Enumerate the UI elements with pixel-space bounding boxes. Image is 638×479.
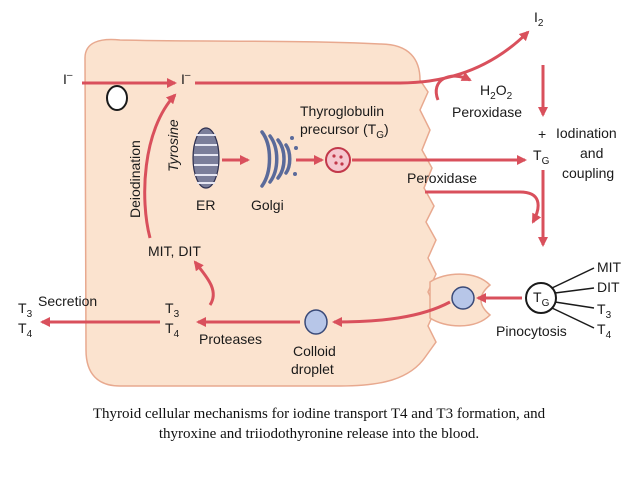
peroxidase-top-label: Peroxidase [452, 104, 522, 120]
golgi-label: Golgi [251, 197, 284, 213]
iodine-label: I2 [534, 9, 544, 29]
arrow-droplet-colloid [332, 300, 451, 327]
precursor-label: precursor (TG) [300, 121, 389, 141]
t4-right-label: T4 [597, 321, 612, 341]
thyroid-mechanism-diagram: I– I– I2 H2O2 Peroxidase + TG Iodination… [18, 9, 622, 387]
caption-line-2: thyroxine and triiodothyronine release i… [158, 426, 480, 442]
thyroglobulin-label: Thyroglobulin [300, 103, 384, 119]
t3-in-label: T3 [165, 300, 180, 320]
pinocytosis-vesicle [451, 286, 475, 310]
iodination-label: Iodination [556, 125, 617, 141]
figure-caption: Thyroid cellular mechanisms for iodine t… [20, 404, 618, 444]
droplet-label: droplet [291, 361, 334, 377]
dit-right-label: DIT [597, 279, 620, 295]
t4-out-label: T4 [18, 320, 33, 340]
plus-label: + [538, 126, 546, 142]
peroxidase-mid-label: Peroxidase [407, 170, 477, 186]
follicular-cell [84, 38, 437, 387]
tyrosine-label: Tyrosine [165, 119, 181, 172]
and-label: and [580, 145, 603, 161]
tg-branches [551, 267, 595, 329]
arrow-deiodination [143, 93, 177, 239]
coupling-label: coupling [562, 165, 614, 181]
golgi-icon [260, 130, 298, 188]
h2o2-label: H2O2 [480, 82, 513, 102]
iodide-transporter [106, 85, 128, 111]
thyroglobulin-precursor-icon [325, 147, 351, 173]
tg-circle-label: TG [533, 289, 550, 309]
arrow-peroxidase-curve [425, 190, 542, 224]
iodide-inside-label: I– [181, 70, 191, 87]
mit-dit-label: MIT, DIT [148, 243, 201, 259]
arrow-iodide-apical [195, 30, 530, 85]
iodide-outside-label: I– [63, 70, 73, 87]
er-label: ER [196, 197, 215, 213]
t4-in-label: T4 [165, 320, 180, 340]
proteases-label: Proteases [199, 331, 262, 347]
deiodination-label: Deiodination [127, 140, 143, 218]
tg-right-label: TG [533, 147, 550, 167]
arrow-h2o2 [434, 71, 472, 101]
colloid-label: Colloid [293, 343, 336, 359]
pinocytosis-label: Pinocytosis [496, 323, 567, 339]
arrow-proteases-mitdit [193, 260, 215, 306]
caption-line-1: Thyroid cellular mechanisms for iodine t… [92, 406, 546, 422]
tg-colloid-circle [525, 282, 557, 314]
t3-out-label: T3 [18, 300, 33, 320]
colloid-droplet [304, 309, 328, 335]
secretion-label: Secretion [38, 293, 97, 309]
mit-right-label: MIT [597, 259, 622, 275]
t3-right-label: T3 [597, 301, 612, 321]
er-icon [192, 127, 220, 189]
